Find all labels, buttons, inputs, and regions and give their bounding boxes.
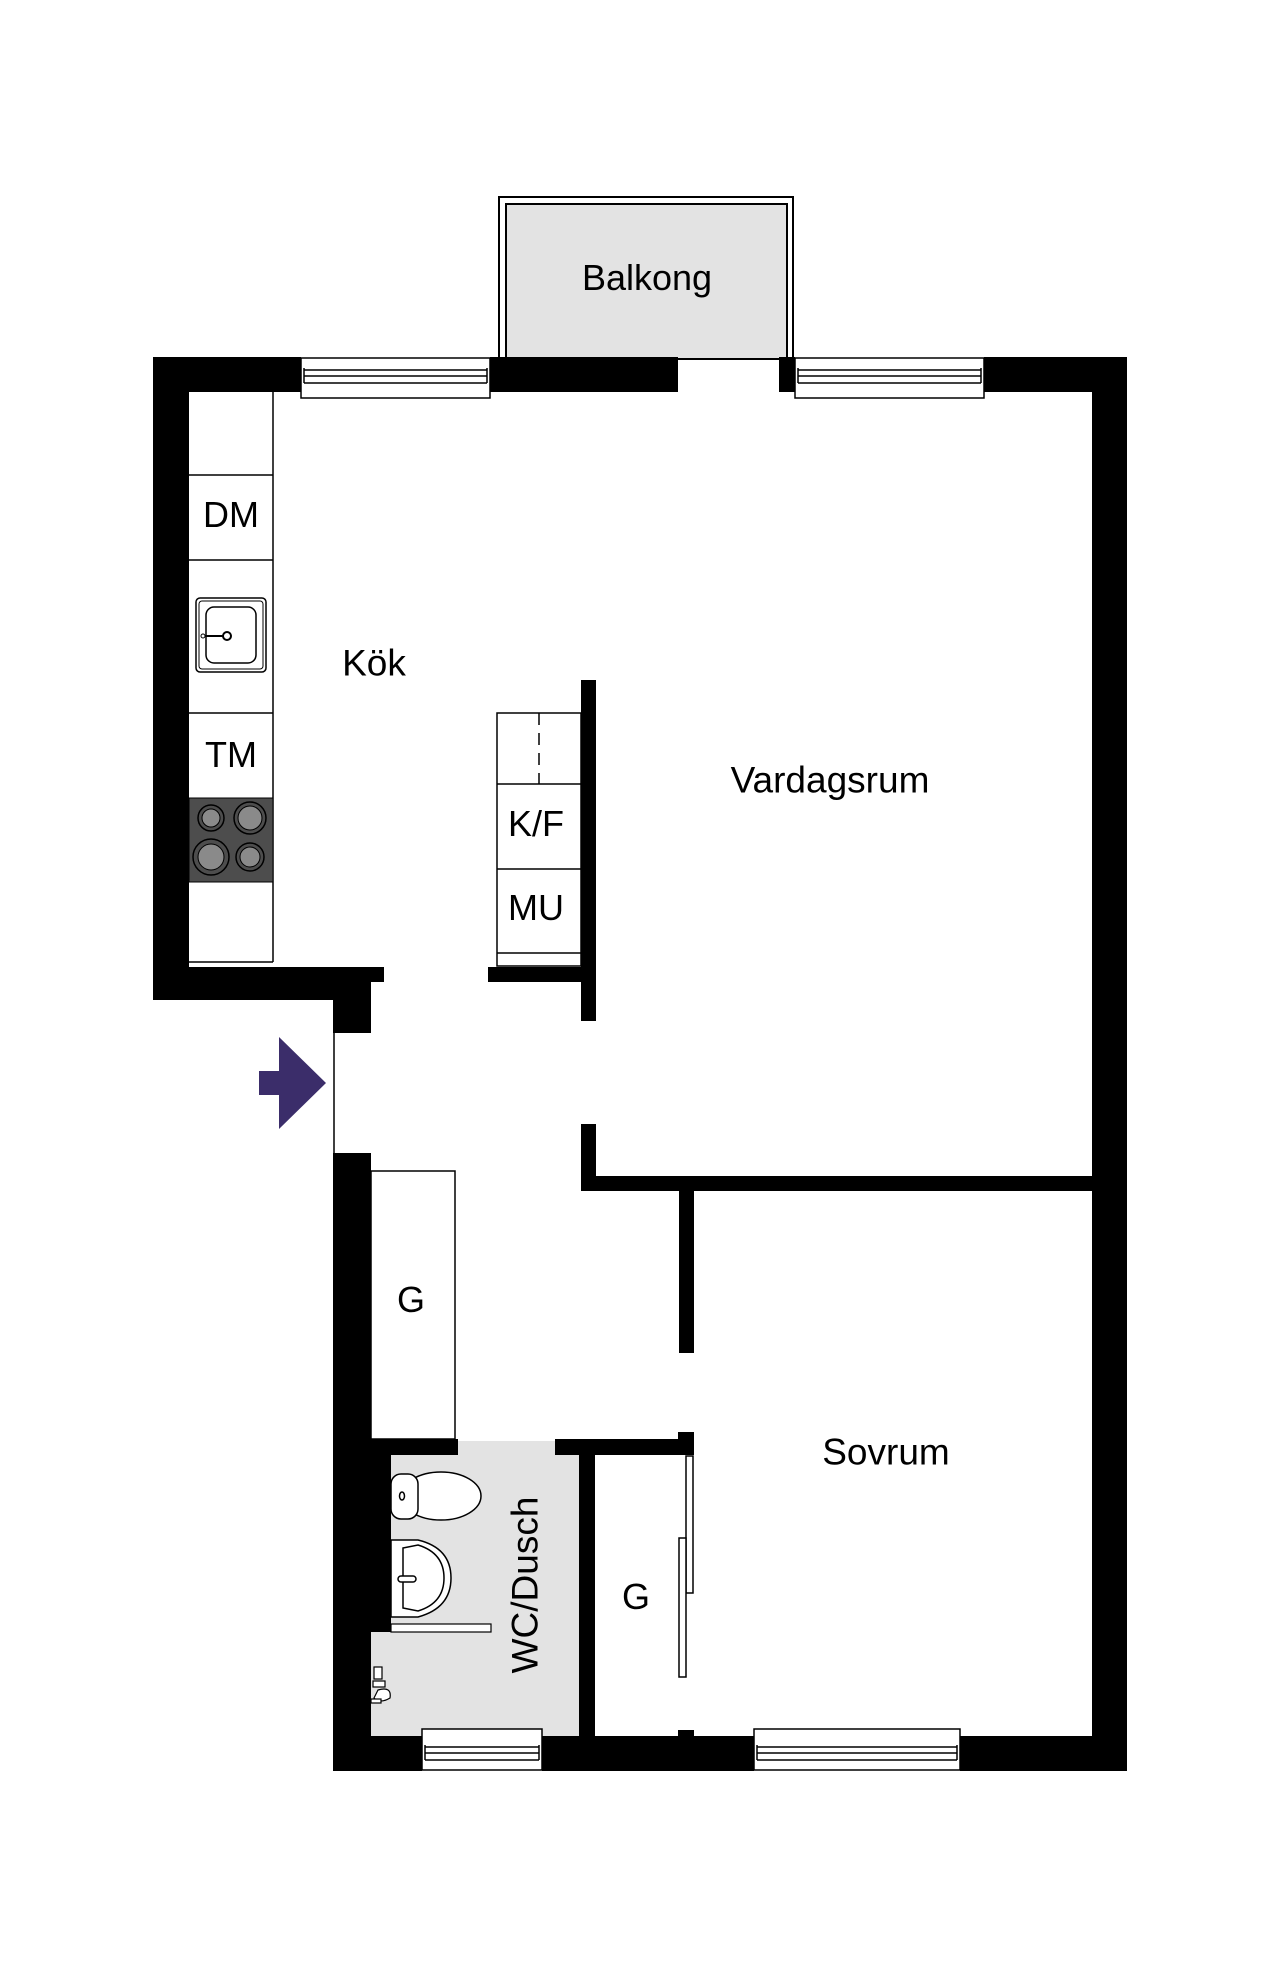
room-label-bathroom: WC/Dusch [504, 1496, 546, 1674]
window-icon [421, 1728, 543, 1771]
window-icon [300, 357, 491, 399]
sliding-door-icon [678, 1455, 694, 1678]
walls [153, 357, 1127, 1771]
fixture-label-washing-machine: TM [205, 734, 257, 775]
bathroom-floor [371, 1441, 579, 1736]
shower-icon [370, 1623, 492, 1704]
room-label-living-room: Vardagsrum [730, 759, 930, 801]
fixture-label-fridge-freezer: K/F [507, 803, 565, 844]
room-label-bedroom: Sovrum [822, 1431, 950, 1473]
closet-label-hall: G [396, 1279, 426, 1320]
room-label-balcony: Balkong [581, 257, 713, 298]
stove-icon [188, 797, 274, 883]
fixture-label-dishwasher: DM [203, 494, 259, 535]
balcony [498, 196, 794, 360]
room-label-kitchen: Kök [342, 642, 406, 684]
fixture-label-microwave: MU [508, 887, 564, 928]
closet-label-bedroom: G [621, 1576, 651, 1617]
kitchen-sink-icon [195, 597, 267, 673]
hall-closet [370, 1170, 456, 1440]
window-icon [753, 1728, 961, 1771]
toilet-icon [390, 1471, 482, 1521]
window-icon [794, 357, 985, 399]
washbasin-icon [390, 1539, 452, 1618]
entrance-arrow-icon [259, 1037, 326, 1129]
